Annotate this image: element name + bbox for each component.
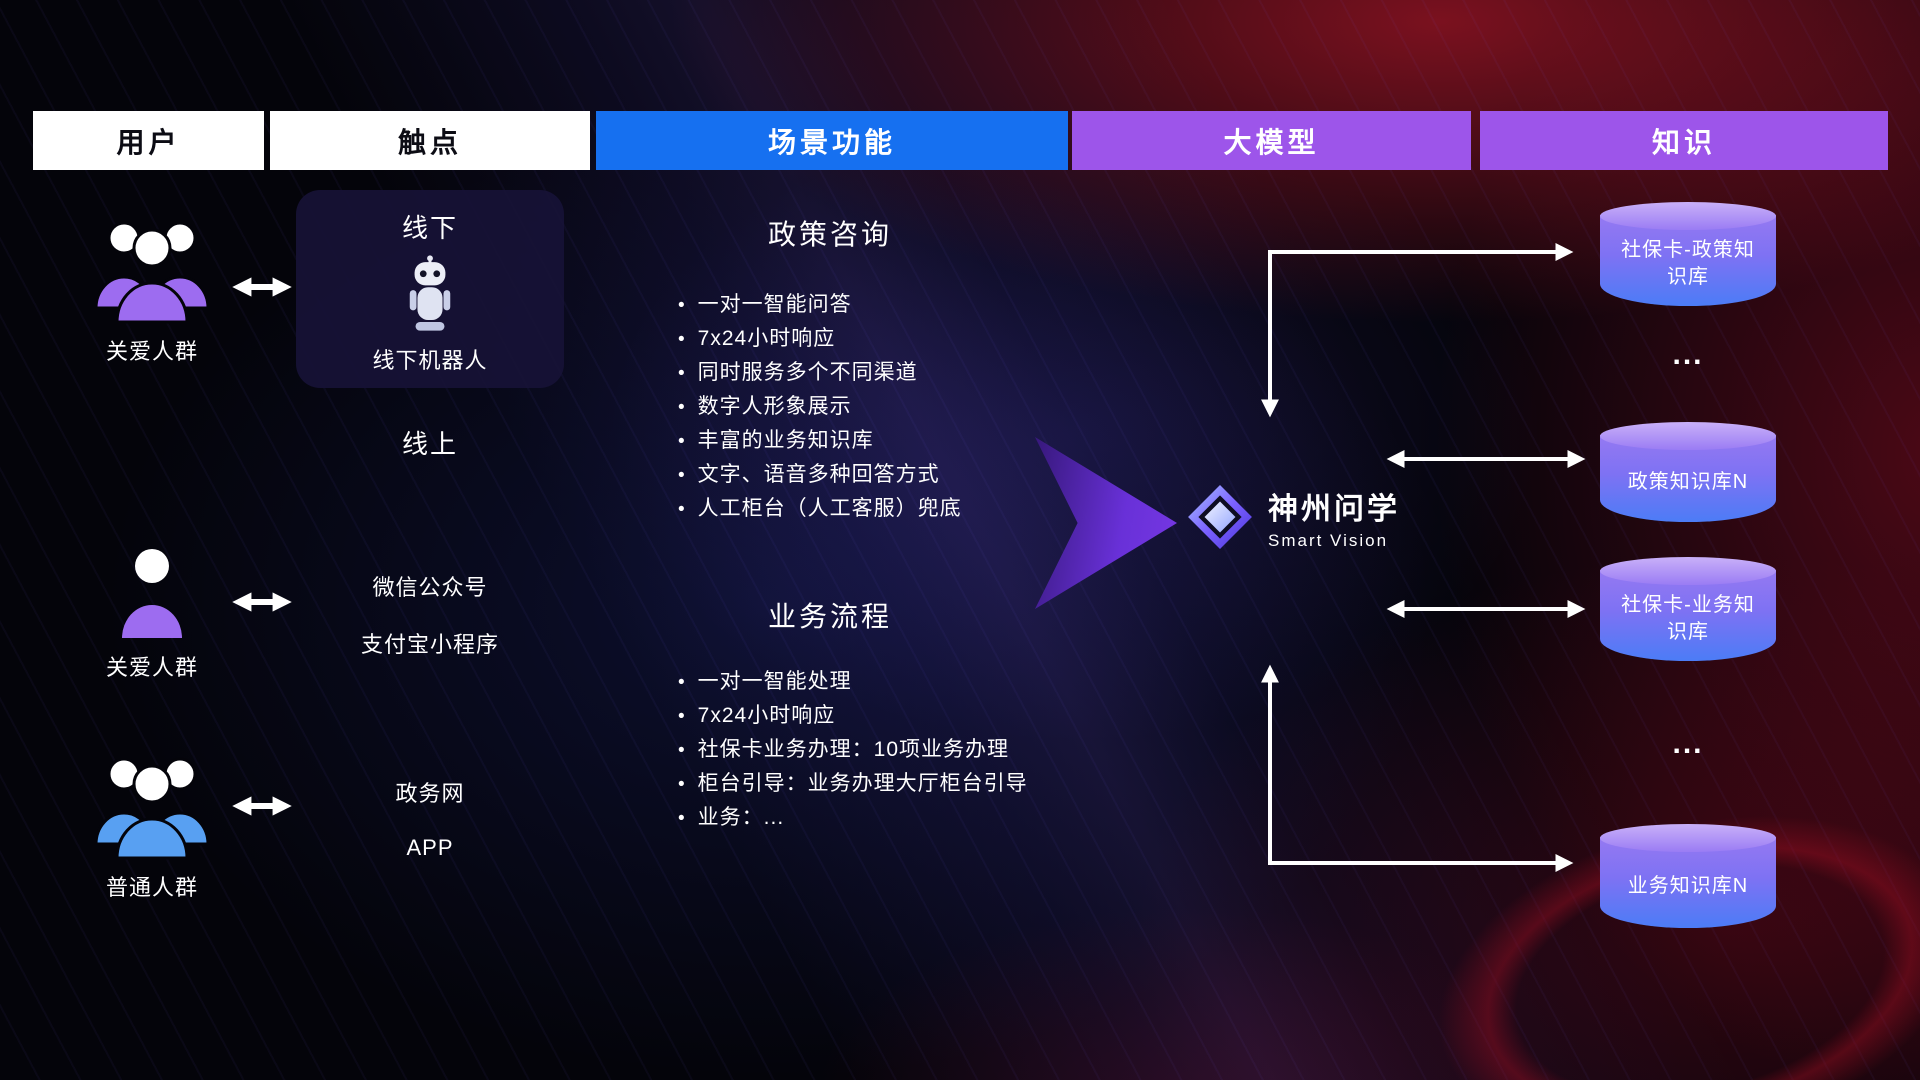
kb-cylinder-business-shebao: 社保卡-业务知识库 xyxy=(1600,557,1776,661)
ellipsis: ... xyxy=(1672,338,1704,371)
cylinder-cap xyxy=(1600,557,1776,585)
brand-text: 神州问学 Smart Vision xyxy=(1268,484,1400,551)
scenario-business-list: 一对一智能处理 7x24小时响应 社保卡业务办理：10项业务办理 柜台引导：业务… xyxy=(678,665,1028,835)
brand-name: 神州问学 xyxy=(1268,492,1400,526)
scenario-policy-title: 政策咨询 xyxy=(767,219,892,250)
online-title: 线上 xyxy=(401,429,458,459)
touchpoint-app: APP xyxy=(406,835,454,860)
brand-logo: 神州问学 Smart Vision xyxy=(1186,483,1400,551)
user-group-care-2: 关爱人群 xyxy=(82,546,222,682)
cylinder-body xyxy=(1600,215,1776,306)
arrow-model-kb1-elbow xyxy=(1261,243,1574,418)
kb-label: 政策知识库N xyxy=(1627,470,1749,493)
kb-cylinder-policy-n: 政策知识库N xyxy=(1600,422,1776,522)
scenario-business-title: 业务流程 xyxy=(767,601,892,632)
touchpoint-gov: 政务网 xyxy=(395,781,465,806)
user-group-label: 关爱人群 xyxy=(105,339,198,364)
user-group-ordinary: 普通人群 xyxy=(82,748,222,902)
header-model: 大模型 xyxy=(1072,111,1471,170)
list-item: 一对一智能问答 xyxy=(678,288,962,322)
user-group-label: 关爱人群 xyxy=(105,655,198,680)
person-icon xyxy=(122,549,182,638)
list-item: 社保卡业务办理：10项业务办理 xyxy=(678,733,1028,767)
offline-title: 线下 xyxy=(401,213,458,243)
cylinder-cap xyxy=(1600,202,1776,230)
header-users: 用户 xyxy=(33,111,264,170)
user-group-label: 普通人群 xyxy=(105,875,198,900)
robot-icon xyxy=(409,255,451,331)
list-item: 一对一智能处理 xyxy=(678,665,1028,699)
touchpoint-wechat: 微信公众号 xyxy=(372,575,488,600)
offline-robot-label: 线下机器人 xyxy=(372,348,488,373)
header-knowledge: 知识 xyxy=(1480,111,1888,170)
cylinder-cap xyxy=(1600,422,1776,450)
list-item: 人工柜台（人工客服）兜底 xyxy=(678,492,962,526)
kb-label: 社保卡-业务知识库 xyxy=(1621,594,1755,643)
people-group-icon xyxy=(94,221,210,324)
flow-arrow xyxy=(1035,437,1177,609)
brand-subtitle: Smart Vision xyxy=(1268,530,1389,550)
user-group-care-1: 关爱人群 xyxy=(82,212,222,366)
kb-cylinder-business-n: 业务知识库N xyxy=(1600,824,1776,928)
ellipsis: ... xyxy=(1672,727,1704,760)
list-item: 文字、语音多种回答方式 xyxy=(678,458,962,492)
list-item: 7x24小时响应 xyxy=(678,699,1028,733)
cylinder-body xyxy=(1600,837,1776,928)
header-scenarios: 场景功能 xyxy=(596,111,1068,170)
kb-cylinder-policy-shebao: 社保卡-政策知识库 xyxy=(1600,202,1776,306)
scenario-policy-list: 一对一智能问答 7x24小时响应 同时服务多个不同渠道 数字人形象展示 丰富的业… xyxy=(678,288,962,526)
offline-touchpoint-card: 线下 线下机器人 xyxy=(296,190,564,388)
list-item: 业务：... xyxy=(678,801,1028,835)
list-item: 7x24小时响应 xyxy=(678,322,962,356)
cylinder-cap xyxy=(1600,824,1776,852)
touchpoint-alipay: 支付宝小程序 xyxy=(360,632,499,657)
kb-label: 社保卡-政策知识库 xyxy=(1621,239,1755,288)
kb-label: 业务知识库N xyxy=(1627,874,1749,897)
list-item: 柜台引导：业务办理大厅柜台引导 xyxy=(678,767,1028,801)
arrow-model-kb4-elbow xyxy=(1261,664,1574,872)
cylinder-body xyxy=(1600,570,1776,661)
list-item: 丰富的业务知识库 xyxy=(678,424,962,458)
people-group-icon xyxy=(94,757,210,860)
list-item: 数字人形象展示 xyxy=(678,390,962,424)
diamond-logo-icon xyxy=(1188,485,1252,549)
list-item: 同时服务多个不同渠道 xyxy=(678,356,962,390)
header-touchpoints: 触点 xyxy=(270,111,590,170)
